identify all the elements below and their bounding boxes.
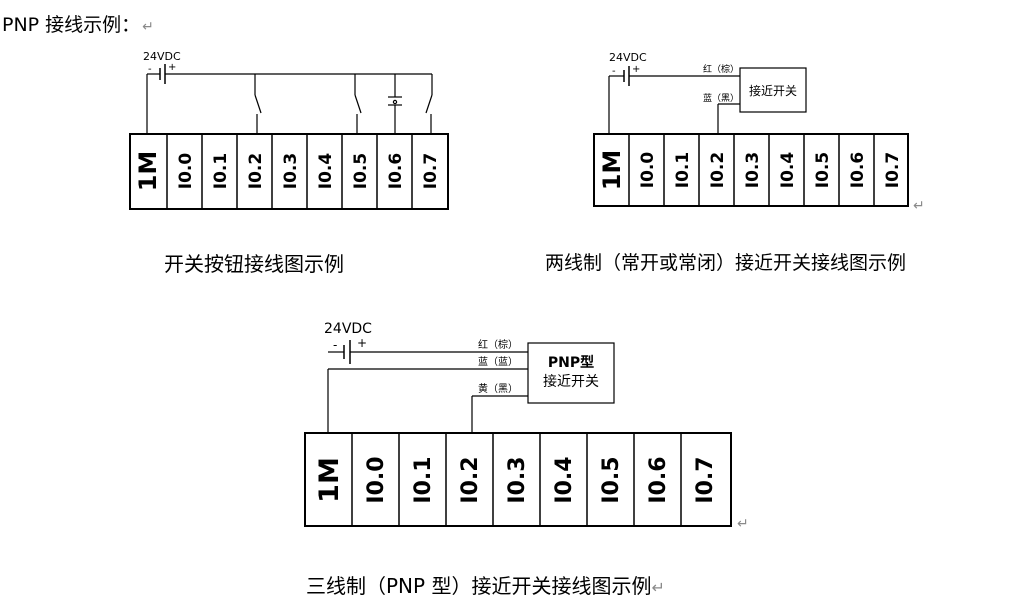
wire-label-blue: 蓝（蓝） xyxy=(478,356,518,368)
supply-label: 24VDC xyxy=(143,50,181,63)
wire-label-red: 红（棕） xyxy=(478,338,518,351)
supply-label: 24VDC xyxy=(609,51,647,64)
caption-three-wire: 三线制（PNP 型）接近开关接线图示例↵ xyxy=(306,570,665,599)
terminal-label: 1M xyxy=(314,457,345,503)
terminal-label: I0.5 xyxy=(599,456,624,503)
terminal-label: I0.1 xyxy=(411,456,436,503)
caption-text: 三线制（PNP 型）接近开关接线图示例 xyxy=(306,574,652,598)
terminal-label: I0.0 xyxy=(364,456,389,503)
supply-minus: - xyxy=(333,338,337,352)
return-mark-icon: ↵ xyxy=(142,19,154,35)
terminal-label: I0.7 xyxy=(421,153,441,189)
supply-minus: - xyxy=(612,66,616,77)
terminal-label: I0.5 xyxy=(351,153,371,189)
terminal-label: I0.1 xyxy=(673,152,693,188)
terminal-label: I0.7 xyxy=(693,456,718,503)
terminal-label: I0.6 xyxy=(646,456,671,503)
caption-text: 开关按钮接线图示例 xyxy=(164,252,344,276)
terminal-label: I0.2 xyxy=(458,456,483,503)
pnp-sensor-box xyxy=(527,342,615,404)
supply-plus: + xyxy=(168,62,176,73)
terminal-label: I0.2 xyxy=(246,153,266,189)
supply-label: 24VDC xyxy=(324,321,372,337)
terminal-label: I0.2 xyxy=(708,152,728,188)
terminal-label: I0.4 xyxy=(316,153,336,190)
supply-plus: + xyxy=(357,336,367,350)
return-mark-icon: ↵ xyxy=(651,578,665,597)
return-mark-icon: ↵ xyxy=(913,198,925,214)
terminal-strip xyxy=(304,432,732,527)
sensor-label: 接近开关 xyxy=(749,83,797,98)
terminal-label: 1M xyxy=(598,150,626,191)
two-wire-diagram xyxy=(593,66,909,207)
terminal-label: I0.0 xyxy=(176,153,196,190)
wire-label-yellow: 黄（黑） xyxy=(478,382,518,395)
terminal-label: I0.5 xyxy=(813,152,833,188)
terminal-label: I0.3 xyxy=(743,152,763,188)
switch-diagram xyxy=(129,64,449,210)
terminal-label: I0.1 xyxy=(211,153,231,189)
terminal-label: I0.4 xyxy=(552,456,577,503)
caption-text: 两线制（常开或常闭）接近开关接线图示例 xyxy=(545,252,907,274)
terminal-label: I0.4 xyxy=(778,152,798,189)
supply-plus: + xyxy=(632,64,640,75)
terminal-label: I0.3 xyxy=(281,153,301,189)
return-mark-icon: ↵ xyxy=(737,516,749,532)
caption-two-wire: 两线制（常开或常闭）接近开关接线图示例 xyxy=(545,248,906,275)
section-heading: PNP 接线示例：↵ xyxy=(2,10,154,37)
terminal-strip xyxy=(129,133,449,210)
three-wire-diagram xyxy=(304,340,732,527)
caption-switch: 开关按钮接线图示例 xyxy=(164,248,344,277)
terminal-strip xyxy=(593,133,909,207)
terminal-label: I0.3 xyxy=(505,456,530,503)
terminal-label: I0.0 xyxy=(638,152,658,189)
sensor-label-line1: PNP型 xyxy=(548,354,594,371)
wire-label-red: 红（棕） xyxy=(703,63,739,75)
terminal-label: I0.6 xyxy=(386,153,406,189)
proximity-sensor-box xyxy=(739,67,807,113)
terminal-label: I0.6 xyxy=(848,152,868,188)
supply-minus: - xyxy=(148,64,152,75)
wire-label-blue: 蓝（黑） xyxy=(703,92,739,104)
heading-text: PNP 接线示例： xyxy=(2,14,141,36)
terminal-label: I0.7 xyxy=(883,152,903,188)
sensor-label-line2: 接近开关 xyxy=(543,373,599,390)
terminal-label: 1M xyxy=(134,151,162,192)
